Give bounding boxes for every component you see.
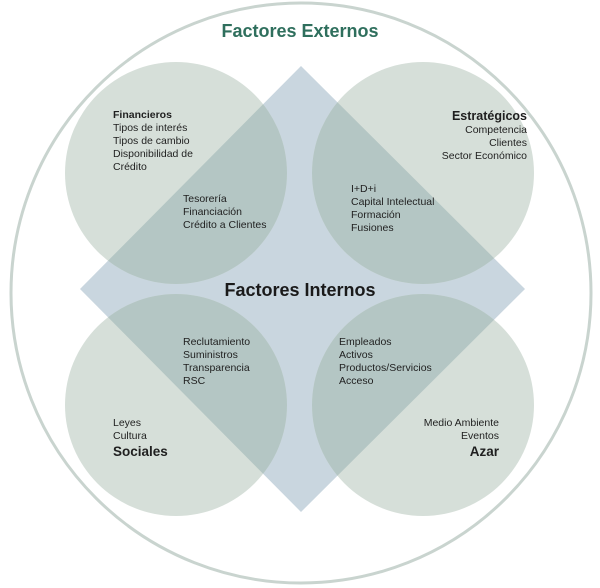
strategic-item: Competencia xyxy=(465,124,527,136)
chance-internal-item: Productos/Servicios xyxy=(339,362,432,374)
social-internal-list: Reclutamiento Suministros Transparencia … xyxy=(183,336,250,388)
financial-factors-label: Financieros Tipos de interés Tipos de ca… xyxy=(113,109,193,174)
social-factors-label: Leyes Cultura Sociales xyxy=(113,417,168,460)
chance-item: Medio Ambiente xyxy=(423,417,499,429)
chance-factors-label: Medio Ambiente Eventos Azar xyxy=(424,417,499,460)
social-internal-item: Transparencia xyxy=(183,362,250,374)
social-internal-item: RSC xyxy=(183,375,206,387)
financial-item: Crédito xyxy=(113,161,147,173)
social-heading: Sociales xyxy=(113,444,168,459)
strategic-item: Clientes xyxy=(489,137,527,149)
financial-internal-item: Tesorería xyxy=(183,193,227,205)
financial-internal-list: Tesorería Financiación Crédito a Cliente… xyxy=(183,193,266,232)
strategic-heading: Estratégicos xyxy=(451,109,527,123)
social-internal-item: Reclutamiento xyxy=(183,336,251,348)
financial-internal-item: Crédito a Clientes xyxy=(183,219,267,231)
chance-internal-item: Empleados xyxy=(339,336,392,348)
chance-item: Eventos xyxy=(461,430,499,442)
external-factors-title: Factores Externos xyxy=(221,21,379,41)
chance-heading: Azar xyxy=(469,444,499,459)
strategic-factors-label: Estratégicos Competencia Clientes Sector… xyxy=(442,108,527,163)
financial-heading: Financieros xyxy=(113,109,172,121)
strategic-internal-item: Capital Intelectual xyxy=(351,196,435,208)
social-item: Cultura xyxy=(113,430,147,442)
strategic-item: Sector Económico xyxy=(441,150,527,162)
internal-factors-title: Factores Internos xyxy=(224,280,376,300)
strategic-internal-item: Fusiones xyxy=(351,222,394,234)
social-item: Leyes xyxy=(113,417,142,429)
financial-internal-item: Financiación xyxy=(183,206,242,218)
chance-internal-item: Acceso xyxy=(339,375,374,387)
chance-internal-item: Activos xyxy=(339,349,373,361)
strategic-internal-item: Formación xyxy=(351,209,401,221)
financial-item: Disponibilidad de xyxy=(113,148,193,160)
social-internal-item: Suministros xyxy=(183,349,238,361)
strategic-internal-list: I+D+i Capital Intelectual Formación Fusi… xyxy=(351,183,434,235)
financial-item: Tipos de cambio xyxy=(113,135,190,147)
chance-internal-list: Empleados Activos Productos/Servicios Ac… xyxy=(339,336,432,388)
financial-item: Tipos de interés xyxy=(113,122,188,134)
strategic-internal-item: I+D+i xyxy=(351,183,377,195)
